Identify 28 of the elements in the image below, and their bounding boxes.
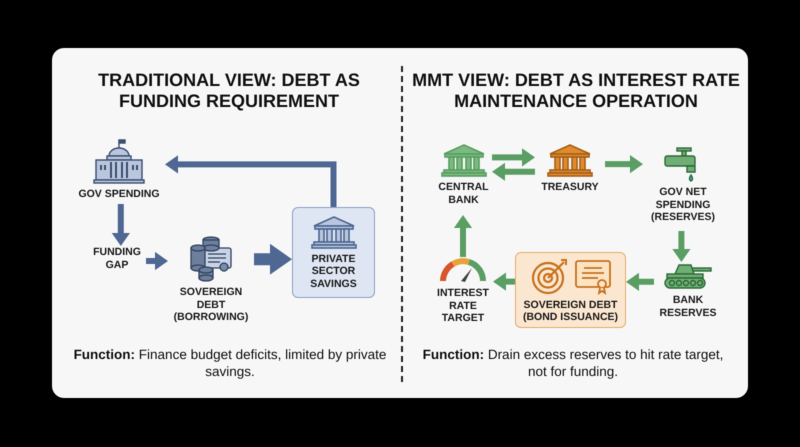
arrow (605, 155, 643, 174)
highlight-box (515, 252, 626, 328)
function-note: Function: Finance budget deficits, limited by private savings. (72, 346, 388, 380)
arrow (454, 215, 472, 257)
arrow (492, 162, 535, 181)
arrow (492, 148, 535, 166)
node-label: SOVEREIGN DEBT (524, 298, 618, 311)
arrow (165, 155, 336, 207)
panel-heading: TRADITIONAL VIEW: DEBT AS FUNDING REQUIREMENT (97, 70, 361, 112)
function-note: Function: Drain excess reserves to hit rate target, not for funding. (422, 346, 724, 380)
arrow (493, 272, 515, 291)
arrow (254, 244, 292, 275)
node-label: (BOND ISSUANCE) (522, 311, 618, 324)
highlight-box (292, 207, 375, 298)
node-label: FUNDING GAP (92, 246, 142, 271)
node-label: INTEREST RATE TARGET (436, 287, 490, 324)
panel-heading: MMT VIEW: DEBT AS INTEREST RATE MAINTENANCE OPERATION (411, 70, 741, 112)
node-label: PRIVATE SECTOR SAVINGS (309, 252, 358, 290)
node-label: CENTRAL BANK (437, 181, 490, 206)
arrow (672, 231, 690, 262)
arrow (146, 252, 168, 270)
node-label: GOV SPENDING (78, 188, 160, 200)
arrow (626, 272, 654, 291)
node-label: TREASURY (541, 181, 599, 194)
node-label: GOV NET SPENDING (RESERVES) (650, 186, 716, 224)
arrow (112, 204, 130, 246)
node-label: SOVEREIGN DEBT (BORROWING) (172, 286, 250, 324)
node-label: BANK RESERVES (658, 294, 718, 319)
